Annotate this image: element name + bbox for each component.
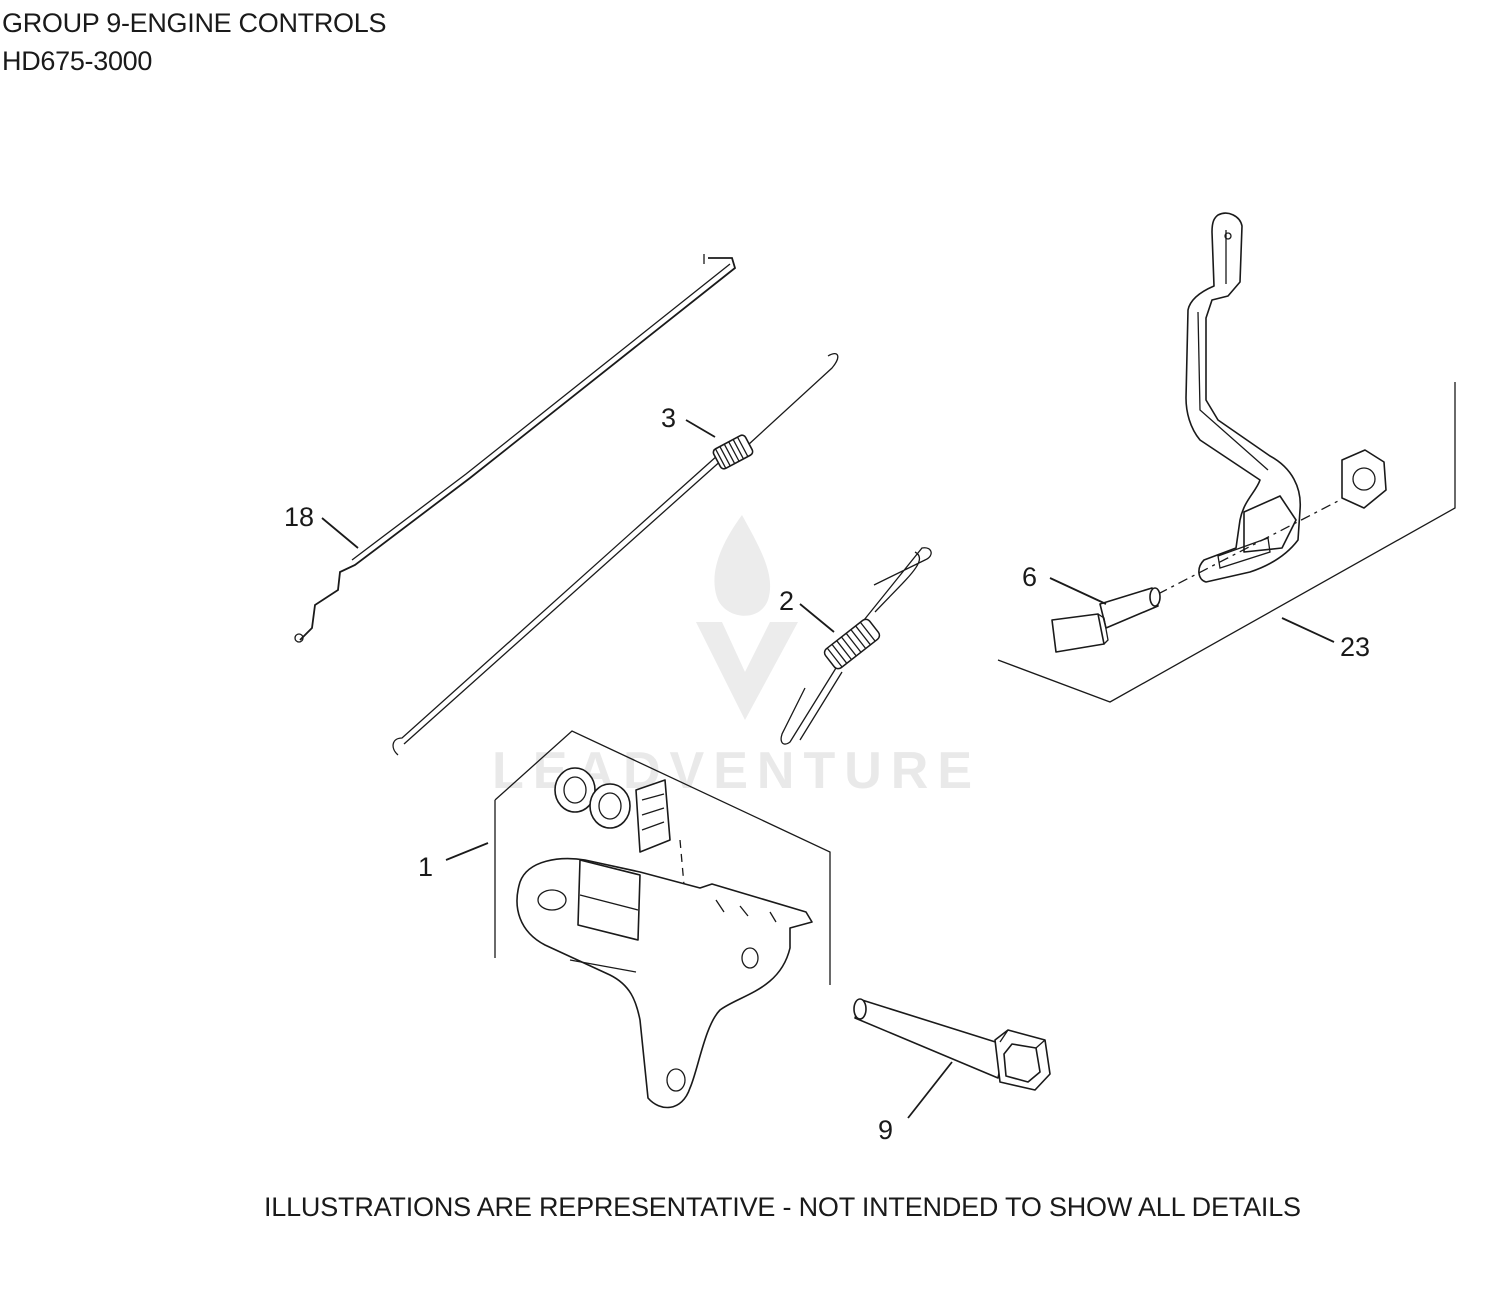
throttle-rod-18 [294, 254, 737, 643]
bracket-assembly-1 [494, 730, 831, 1109]
page-title: GROUP 9-ENGINE CONTROLS [2, 8, 387, 38]
governor-spring-3 [392, 353, 839, 756]
model-number: HD675-3000 [2, 46, 153, 76]
callout-6: 6 [1022, 562, 1038, 592]
callout-3: 3 [661, 403, 677, 433]
callout-9: 9 [878, 1115, 894, 1145]
disclaimer-text: ILLUSTRATIONS ARE REPRESENTATIVE - NOT I… [264, 1192, 1301, 1222]
control-lever-assembly-23 [997, 212, 1456, 703]
extension-spring-2 [780, 547, 932, 745]
bolt-9 [853, 998, 1051, 1091]
callout-2: 2 [779, 586, 795, 616]
callout-23: 23 [1340, 632, 1371, 662]
callout-1: 1 [418, 852, 434, 882]
leader-lines [321, 419, 1335, 1119]
callout-18: 18 [284, 502, 315, 532]
